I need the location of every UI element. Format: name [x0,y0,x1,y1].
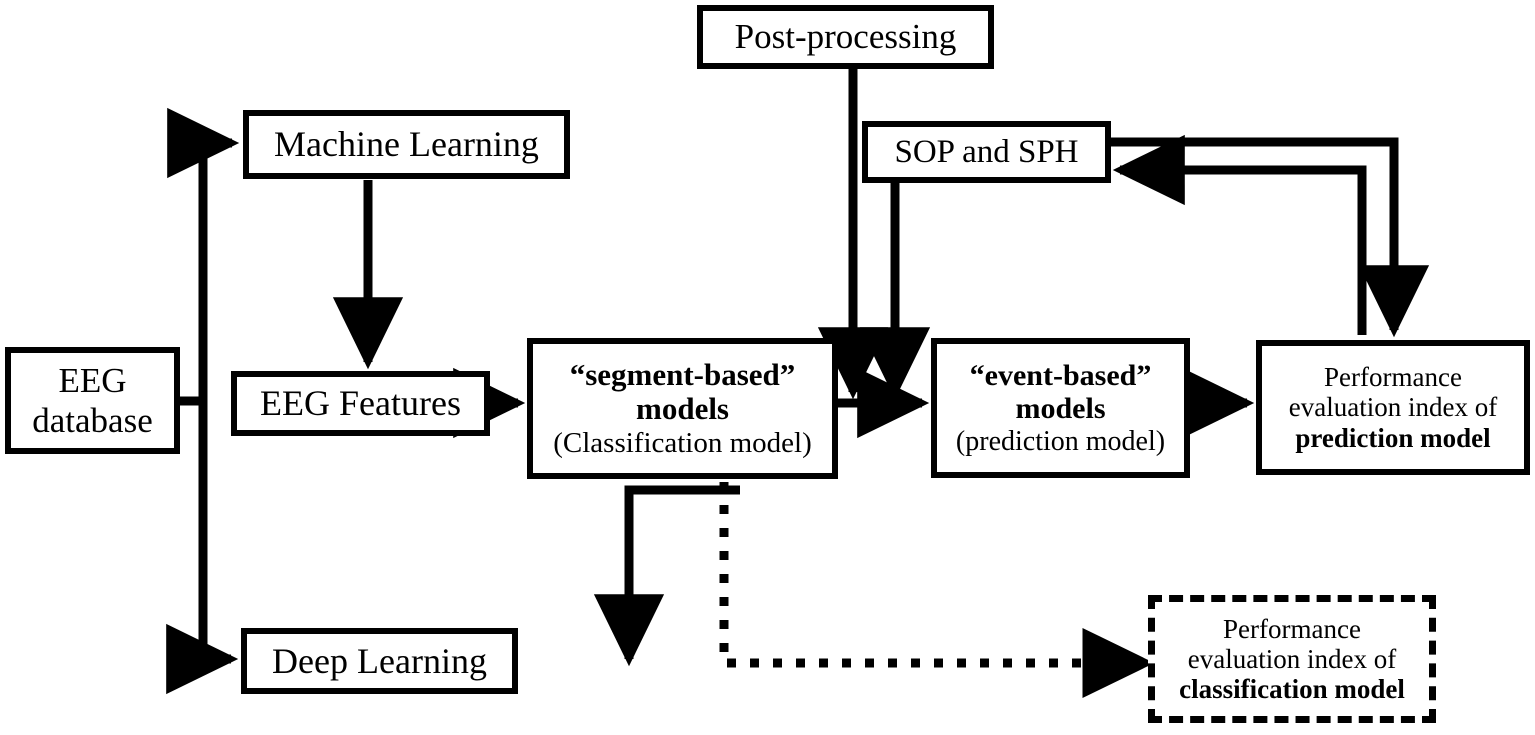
node-eeg-database[interactable]: EEG database [5,347,180,454]
node-post-processing[interactable]: Post-processing [697,5,994,69]
node-performance-classification-line-1: Performance [1223,613,1361,644]
node-performance-classification-line-2: evaluation index of [1187,643,1397,674]
node-event-based-line-3: (prediction model) [955,425,1166,457]
node-eeg-features[interactable]: EEG Features [231,371,490,436]
node-sop-and-sph-label: SOP and SPH [894,133,1079,170]
node-performance-prediction-line-2: evaluation index of [1288,392,1498,423]
node-event-based-line-2: models [1015,392,1106,426]
node-performance-prediction-line-3: prediction model [1295,422,1491,453]
node-event-based-line-1: “event-based” [969,358,1152,392]
edge-segment-based-to-performance-classification [719,482,1139,668]
node-deep-learning[interactable]: Deep Learning [241,628,518,694]
edge-sop-sph-to-performance-prediction [1111,137,1430,338]
node-sop-and-sph[interactable]: SOP and SPH [862,121,1111,183]
node-eeg-database-line-1: EEG [58,361,127,401]
edge-performance-prediction-to-sop-sph [1112,134,1367,335]
node-machine-learning[interactable]: Machine Learning [243,110,570,179]
node-eeg-features-label: EEG Features [260,383,461,424]
node-segment-based-line-1: “segment-based” [569,356,796,392]
node-machine-learning-label: Machine Learning [274,124,539,165]
node-performance-classification-line-3: classification model [1179,674,1405,705]
node-performance-classification[interactable]: Performance evaluation index of classifi… [1148,595,1436,723]
node-segment-based-line-2: models [636,391,729,427]
node-segment-based-models[interactable]: “segment-based” models (Classification m… [527,338,838,479]
node-event-based-models[interactable]: “event-based” models (prediction model) [931,338,1190,478]
node-performance-prediction[interactable]: Performance evaluation index of predicti… [1256,340,1530,475]
node-deep-learning-label: Deep Learning [272,640,487,681]
node-performance-prediction-line-1: Performance [1324,362,1462,393]
edge-deep-learning-to-segment-based [593,485,740,667]
node-post-processing-label: Post-processing [734,17,957,57]
node-eeg-database-line-2: database [32,400,153,440]
node-segment-based-line-3: (Classification model) [553,426,812,459]
